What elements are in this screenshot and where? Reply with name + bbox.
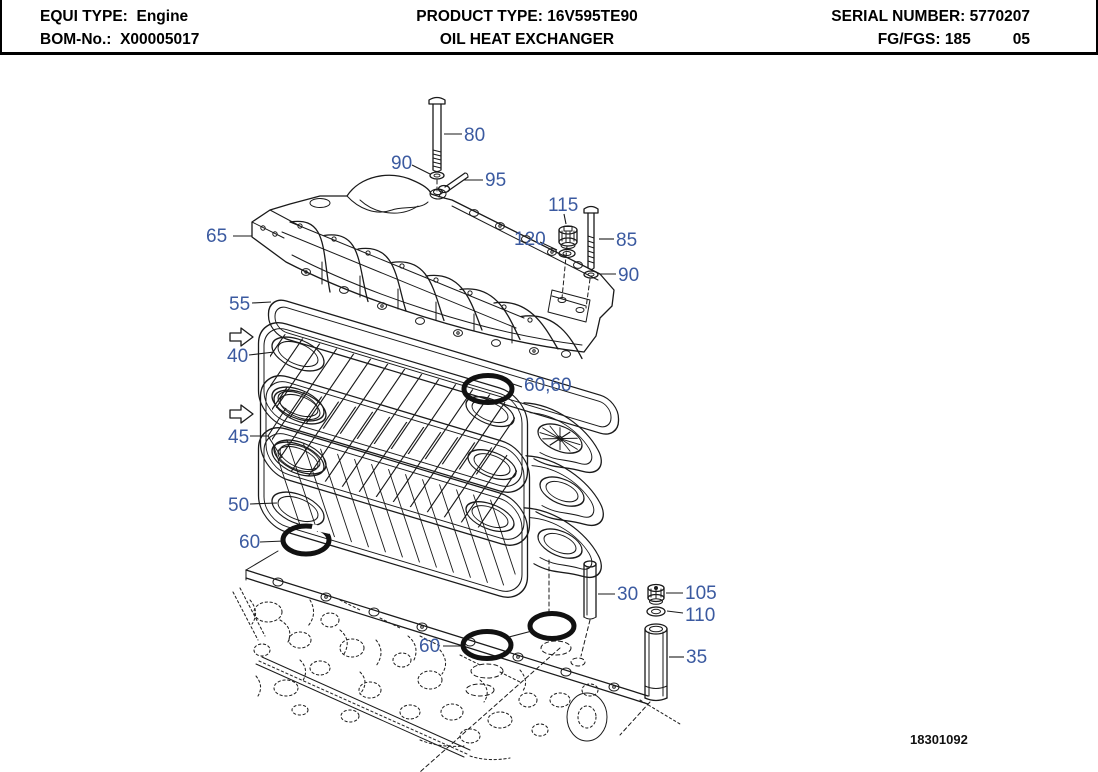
bolt-80 [428,96,446,172]
o-ring-60-60 [461,373,515,405]
tube-30 [583,560,597,620]
header-bar: EQUI TYPE: Engine PRODUCT TYPE: 16V595TE… [0,0,1098,55]
callout-50[interactable]: 50 [228,495,249,516]
flow-arrow-icon [229,404,254,424]
o-ring-60-bottom [460,629,514,661]
flow-arrows [229,327,254,424]
fasteners-drawing [428,96,599,279]
cover-gasket-drawing [267,299,620,435]
sleeve-35 [644,623,668,702]
product-type-label: PRODUCT TYPE: [416,8,543,25]
plate-40-drawing [257,314,602,523]
product-type-value: 16V595TE90 [547,8,638,25]
washer-90-upper [429,171,445,180]
nut-105 [647,583,665,605]
leader-lines [233,133,684,658]
pin-95 [437,172,469,198]
callout-85[interactable]: 85 [616,230,637,251]
plate-45-drawing [259,367,604,576]
callout-35[interactable]: 35 [686,647,707,668]
plug-115 [558,225,578,249]
callout-60-bottom[interactable]: 60 [419,636,440,657]
o-ring-60-left [280,523,332,557]
bom-value: X00005017 [120,31,200,48]
callout-105[interactable]: 105 [685,583,717,604]
callout-110[interactable]: 110 [685,605,715,626]
o-rings-drawing [280,373,577,661]
fg-value: 185 [944,31,971,48]
bom-field: BOM-No.: X00005017 [2,31,362,49]
header-row-2: BOM-No.: X00005017 OIL HEAT EXCHANGER FG… [2,31,1096,49]
serial-number-value: 5770207 [969,8,1030,25]
callout-60-left[interactable]: 60 [239,532,260,553]
o-ring-60-right [527,611,577,641]
equi-type-label: EQUI TYPE: [40,8,128,25]
bom-label: BOM-No.: [40,31,112,48]
fg-fgs-label: FG/FGS: [877,31,941,48]
callout-30[interactable]: 30 [617,584,638,605]
assembly-title: OIL HEAT EXCHANGER [439,31,615,48]
washer-120 [558,248,576,259]
product-type-field: PRODUCT TYPE: 16V595TE90 [362,8,692,26]
callout-60-60[interactable]: 60,60 [524,375,572,396]
equi-type-value: Engine [136,8,189,25]
serial-number-label: SERIAL NUMBER: [831,8,966,25]
small-parts-drawing [583,560,668,702]
callout-55[interactable]: 55 [229,294,250,315]
equi-type-field: EQUI TYPE: Engine [2,8,362,26]
callout-115[interactable]: 115 [548,195,578,216]
callout-45[interactable]: 45 [228,427,249,448]
flow-arrow-icon [229,327,254,347]
fg-fgs-field: FG/FGS: 185 05 [692,31,1065,49]
plate-fan-detail [539,425,581,452]
callout-80[interactable]: 80 [464,125,485,146]
drawing-number: 18301092 [910,732,968,747]
callout-labels: 80 90 95 115 120 85 90 65 55 40 60,60 45… [206,125,717,668]
header-row-1: EQUI TYPE: Engine PRODUCT TYPE: 16V595TE… [2,8,1096,26]
callout-90-lower[interactable]: 90 [618,265,639,286]
heat-exchanger-cover-drawing [251,174,615,360]
serial-number-field: SERIAL NUMBER: 5770207 [692,8,1065,26]
callout-65[interactable]: 65 [206,226,227,247]
plate-50-drawing [257,419,602,628]
engine-block-drawing [232,550,681,772]
fgs-value: 05 [1012,31,1030,48]
bolt-85 [583,205,599,270]
callout-120[interactable]: 120 [514,229,546,250]
washer-90-lower [583,270,599,279]
callout-90-upper[interactable]: 90 [391,153,412,174]
callout-95[interactable]: 95 [485,170,506,191]
washer-110 [646,606,666,617]
callout-40[interactable]: 40 [227,346,248,367]
